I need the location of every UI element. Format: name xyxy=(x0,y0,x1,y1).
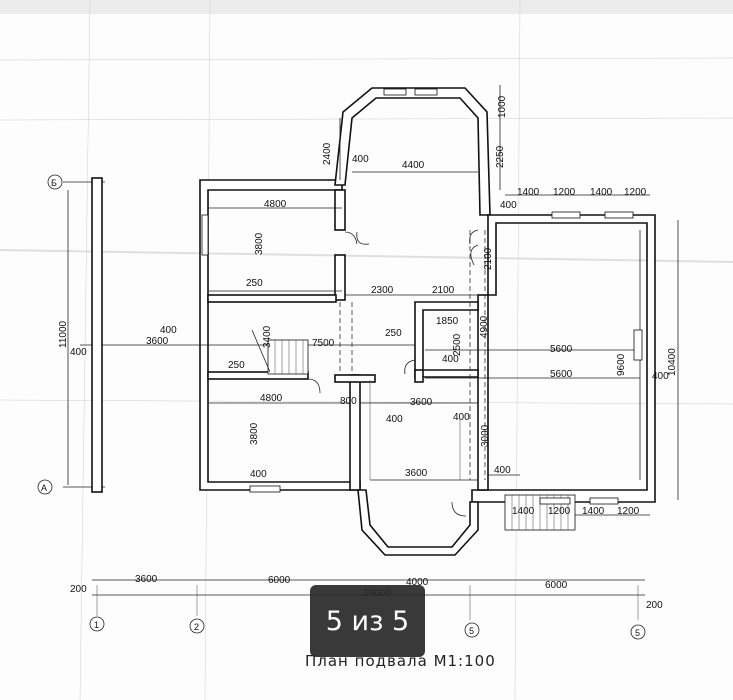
dim-label: 2400 xyxy=(322,142,333,165)
dim-label: 400 xyxy=(352,154,369,165)
axis-marker-b xyxy=(47,174,63,190)
dim-label: 11000 xyxy=(58,320,69,348)
axis-markers: Б А 1 2 5 5 xyxy=(37,174,646,640)
dim-label: 6000 xyxy=(545,580,568,591)
dim-label: 400 xyxy=(386,414,403,425)
dim-label: 6000 xyxy=(268,575,291,586)
dim-label: 3800 xyxy=(254,232,265,255)
dim-label: 3400 xyxy=(262,325,273,348)
dim-label: 400 xyxy=(652,371,669,382)
axis-marker-a xyxy=(37,479,53,495)
dim-label: 250 xyxy=(246,278,263,289)
dim-label: 3600 xyxy=(135,574,158,585)
dim-label: 250 xyxy=(385,328,402,339)
dim-label: 400 xyxy=(160,325,177,336)
dim-label: 2100 xyxy=(483,247,494,270)
axis-letter-b: Б xyxy=(51,178,57,188)
dim-label: 2500 xyxy=(452,333,463,356)
dim-label: 3000 xyxy=(480,424,491,447)
dim-label: 400 xyxy=(453,412,470,423)
dim-label: 400 xyxy=(250,469,267,480)
dim-label: 200 xyxy=(70,584,87,595)
dim-label: 4400 xyxy=(402,160,425,171)
dim-label: 3600 xyxy=(405,468,428,479)
dim-label: 1000 xyxy=(497,95,508,118)
dim-label: 250 xyxy=(228,360,245,371)
dim-label: 2250 xyxy=(495,145,506,168)
axis-letter-a: А xyxy=(41,483,47,493)
page-indicator: 5 из 5 xyxy=(310,585,425,657)
dim-label: 1400 xyxy=(517,187,540,198)
dim-label: 1200 xyxy=(548,506,571,517)
dim-label: 3600 xyxy=(410,397,433,408)
dim-label: 400 xyxy=(70,347,87,358)
dim-label: 800 xyxy=(340,396,357,407)
dim-label: 1400 xyxy=(512,506,535,517)
dim-label: 400 xyxy=(494,465,511,476)
axis-number-1: 1 xyxy=(94,620,99,630)
axis-number-3: 5 xyxy=(469,626,474,636)
dim-label: 3600 xyxy=(146,336,169,347)
dim-label: 1400 xyxy=(582,506,605,517)
dim-label: 1200 xyxy=(553,187,576,198)
dim-label: 400 xyxy=(442,354,459,365)
axis-number-4: 5 xyxy=(635,628,640,638)
dim-label: 200 xyxy=(646,600,663,611)
axis-marker-2 xyxy=(189,618,205,634)
dim-label: 5600 xyxy=(550,369,573,380)
internal-lines xyxy=(63,85,679,531)
dim-label: 1200 xyxy=(624,187,647,198)
dim-label: 4900 xyxy=(479,315,490,338)
axis-marker-3 xyxy=(464,622,480,638)
dim-label: 2100 xyxy=(432,285,455,296)
dim-label: 4000 xyxy=(406,577,429,588)
dim-label: 4800 xyxy=(260,393,283,404)
dim-label: 4800 xyxy=(264,199,287,210)
dim-label: 400 xyxy=(500,200,517,211)
dim-label: 9600 xyxy=(616,353,627,376)
dim-label: 1850 xyxy=(436,316,459,327)
dim-label: 1200 xyxy=(617,506,640,517)
dim-label: 2300 xyxy=(371,285,394,296)
dim-label: 1400 xyxy=(590,187,613,198)
dim-label: 5600 xyxy=(550,344,573,355)
axis-marker-1 xyxy=(89,616,105,632)
dim-label: 7500 xyxy=(312,338,335,349)
page-indicator-label: 5 из 5 xyxy=(325,605,410,637)
dim-label: 10400 xyxy=(667,348,678,376)
axis-number-2: 2 xyxy=(194,622,199,632)
axis-marker-4 xyxy=(630,624,646,640)
dim-label: 3800 xyxy=(249,422,260,445)
